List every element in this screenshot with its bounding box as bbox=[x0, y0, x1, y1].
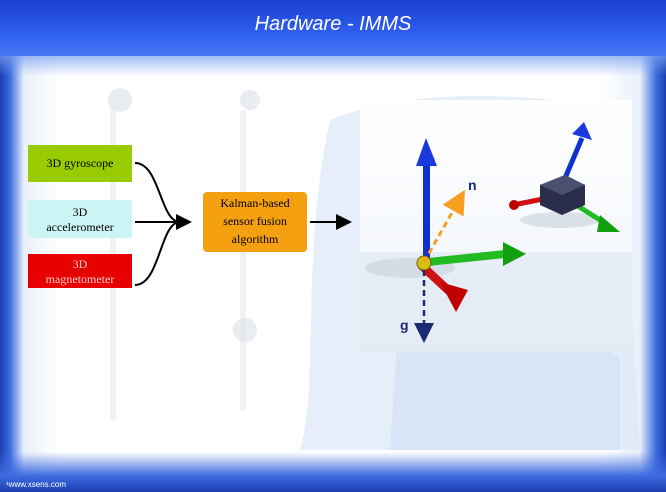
fusion-label-line1: Kalman-based bbox=[220, 196, 289, 210]
origin-sphere bbox=[416, 255, 432, 271]
accelerometer-box-fill bbox=[28, 200, 132, 238]
input-magnetometer-box: 3D magnetometer bbox=[28, 254, 132, 288]
input-accelerometer-box: 3D accelerometer bbox=[28, 200, 132, 238]
sensor-cube bbox=[509, 122, 620, 232]
z-axis-shaft bbox=[423, 162, 430, 262]
x-axis-arrowhead bbox=[503, 242, 526, 266]
connector-magnetometer bbox=[134, 221, 181, 286]
gravity-label: g bbox=[400, 317, 409, 333]
title-bar: Hardware - IMMS bbox=[0, 0, 666, 76]
fusion-box-fill bbox=[203, 192, 307, 252]
magnetometer-label-line1: 3D bbox=[73, 257, 88, 271]
gyroscope-box-fill bbox=[28, 145, 132, 182]
input-gyroscope-box: 3D gyroscope bbox=[28, 145, 132, 182]
fusion-algorithm-box: Kalman-based sensor fusion algorithm bbox=[203, 192, 307, 252]
gyroscope-label: 3D gyroscope bbox=[47, 156, 114, 170]
magnetometer-label-line2: magnetometer bbox=[46, 272, 115, 286]
magnetometer-box-fill bbox=[28, 254, 132, 288]
x-axis-shaft bbox=[428, 250, 505, 266]
sensor-axes: n g bbox=[365, 138, 526, 343]
connector-gyroscope bbox=[134, 162, 181, 223]
north-label: n bbox=[468, 177, 477, 193]
accelerometer-label-line2: accelerometer bbox=[46, 220, 113, 234]
fusion-label-line2: sensor fusion bbox=[223, 214, 287, 228]
input-connectors bbox=[134, 162, 192, 286]
footnote: ¹www.xsens.com bbox=[6, 480, 67, 489]
north-vector bbox=[422, 189, 465, 263]
y-axis-arrowhead bbox=[440, 282, 468, 312]
slide-title: Hardware - IMMS bbox=[254, 13, 412, 35]
z-axis-arrowhead bbox=[416, 138, 437, 166]
fusion-label-line3: algorithm bbox=[232, 232, 279, 246]
bottom-bar bbox=[0, 452, 666, 492]
accelerometer-label-line1: 3D bbox=[73, 205, 88, 219]
